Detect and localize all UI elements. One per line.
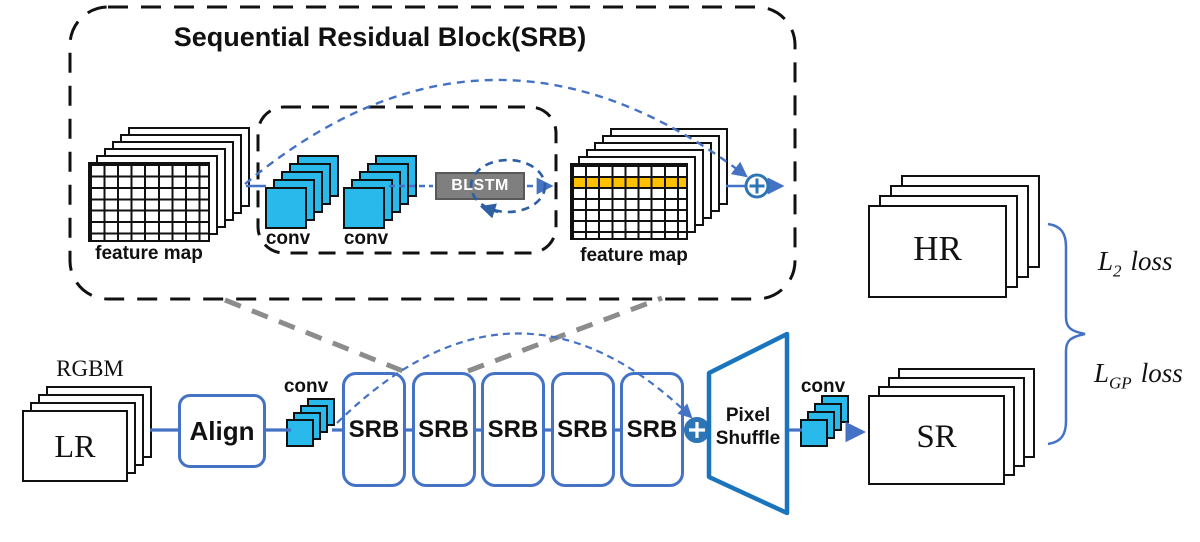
grid-lines bbox=[572, 165, 686, 238]
sr-stack: SR bbox=[868, 368, 1035, 485]
srb-label: SRB bbox=[626, 415, 678, 443]
conv-stack-2 bbox=[343, 155, 417, 229]
conv-layer bbox=[265, 187, 307, 229]
conv-layer bbox=[343, 187, 385, 229]
conv-label-2: conv bbox=[343, 228, 389, 249]
conv-layer bbox=[800, 419, 828, 447]
lgp-subscript: GP bbox=[1109, 373, 1132, 393]
align-box: Align bbox=[178, 394, 266, 468]
hr-stack: HR bbox=[868, 175, 1040, 298]
sr-front-page: SR bbox=[868, 395, 1005, 485]
blstm-box: BLSTM bbox=[435, 172, 525, 200]
lr-label: LR bbox=[54, 428, 96, 464]
conv-layer bbox=[286, 419, 314, 447]
align-label: Align bbox=[189, 415, 255, 446]
conv-in-stack bbox=[286, 398, 335, 447]
l2-word: loss bbox=[1130, 246, 1173, 276]
conv-out-stack bbox=[800, 395, 849, 448]
feature-map-grid bbox=[570, 163, 688, 240]
lr-stack: LR bbox=[22, 386, 152, 482]
lr-front-page: LR bbox=[22, 410, 128, 482]
l2-loss-label: L2 loss bbox=[1098, 246, 1173, 281]
srb-label: SRB bbox=[557, 415, 608, 443]
feature-map-grid bbox=[88, 162, 210, 242]
conv-in-label: conv bbox=[283, 376, 329, 397]
lgp-loss-label: LGP loss bbox=[1094, 358, 1183, 393]
srb-block-3: SRB bbox=[481, 372, 545, 487]
conv-label-1: conv bbox=[265, 228, 311, 249]
conv-out-label: conv bbox=[800, 376, 846, 397]
srb-label: SRB bbox=[487, 415, 539, 443]
srb-label: SRB bbox=[418, 415, 469, 443]
l2-subscript: 2 bbox=[1113, 261, 1122, 281]
sr-label: SR bbox=[916, 419, 957, 455]
srb-block-4: SRB bbox=[550, 372, 615, 487]
add-icon bbox=[744, 173, 770, 199]
pixel-shuffle-label: Pixel Shuffle bbox=[715, 405, 781, 449]
output-feature-map-stack bbox=[570, 128, 728, 240]
lgp-word: loss bbox=[1140, 358, 1183, 388]
input-feature-map-label: feature map bbox=[95, 243, 203, 264]
hr-label: HR bbox=[913, 229, 962, 268]
srb-block-2: SRB bbox=[411, 372, 476, 487]
srb-detail-title: Sequential Residual Block(SRB) bbox=[173, 22, 587, 52]
input-feature-map-stack bbox=[88, 127, 250, 242]
srb-label: SRB bbox=[348, 415, 400, 443]
srb-block-1: SRB bbox=[342, 372, 406, 487]
grid-lines bbox=[90, 164, 208, 240]
input-format-label: RGBM bbox=[56, 356, 124, 381]
srb-block-5: SRB bbox=[620, 372, 684, 487]
blstm-label: BLSTM bbox=[451, 177, 509, 194]
conv-stack-1 bbox=[265, 155, 339, 229]
hr-front-page: HR bbox=[868, 205, 1007, 298]
lgp-symbol: L bbox=[1094, 358, 1110, 388]
zoom-guide-lines bbox=[224, 295, 663, 374]
output-feature-map-label: feature map bbox=[580, 245, 688, 266]
loss-brace bbox=[1047, 222, 1086, 446]
l2-symbol: L bbox=[1098, 246, 1114, 276]
